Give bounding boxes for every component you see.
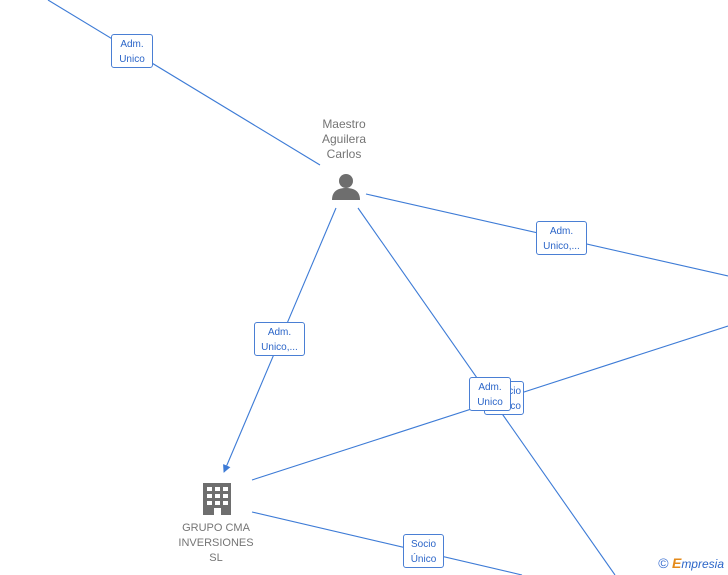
- brand-name: mpresia: [681, 557, 724, 571]
- edge-label-text: Unico: [119, 54, 145, 65]
- edge-label-top-left[interactable]: Adm. Unico: [111, 34, 153, 68]
- empresia-logo: © Empresia: [658, 555, 724, 571]
- company-name-label[interactable]: GRUPO CMA INVERSIONES SL: [166, 521, 266, 566]
- company-name-line-1: GRUPO CMA: [182, 522, 250, 534]
- edge-label-left-down[interactable]: Adm. Unico,...: [254, 322, 305, 356]
- edge-label-text: Adm.: [267, 327, 292, 338]
- edge-label-center-front[interactable]: Adm. Unico: [469, 377, 511, 411]
- edge-label-text: Unico: [477, 397, 503, 408]
- edge-company-bottom[interactable]: [251, 511, 523, 575]
- building-icon[interactable]: [203, 483, 231, 515]
- edge-label-text: Unico,...: [543, 241, 580, 252]
- person-name-line-2: Aguilera: [321, 132, 367, 146]
- edge-label-bottom[interactable]: Socio Único: [403, 534, 444, 568]
- edge-label-text: Único: [410, 554, 437, 565]
- edge-label-text: Adm.: [120, 39, 144, 50]
- person-name-line-1: Maestro: [322, 117, 366, 131]
- edge-label-text: Adm.: [549, 226, 574, 237]
- brand-initial: E: [671, 555, 682, 571]
- company-name-line-3: SL: [209, 552, 223, 564]
- person-name-label[interactable]: Maestro Aguilera Carlos: [304, 117, 384, 162]
- edge-label-text: Adm.: [478, 382, 502, 393]
- person-name-line-3: Carlos: [326, 147, 362, 161]
- edge-label-text: Socio: [410, 539, 436, 550]
- person-icon[interactable]: [332, 174, 360, 200]
- edge-top-left[interactable]: [47, 0, 321, 166]
- edge-label-text: Unico,...: [261, 342, 298, 353]
- edge-label-right-upper[interactable]: Adm. Unico,...: [536, 221, 587, 255]
- copyright-icon: ©: [658, 555, 669, 571]
- company-name-line-2: INVERSIONES: [178, 537, 254, 549]
